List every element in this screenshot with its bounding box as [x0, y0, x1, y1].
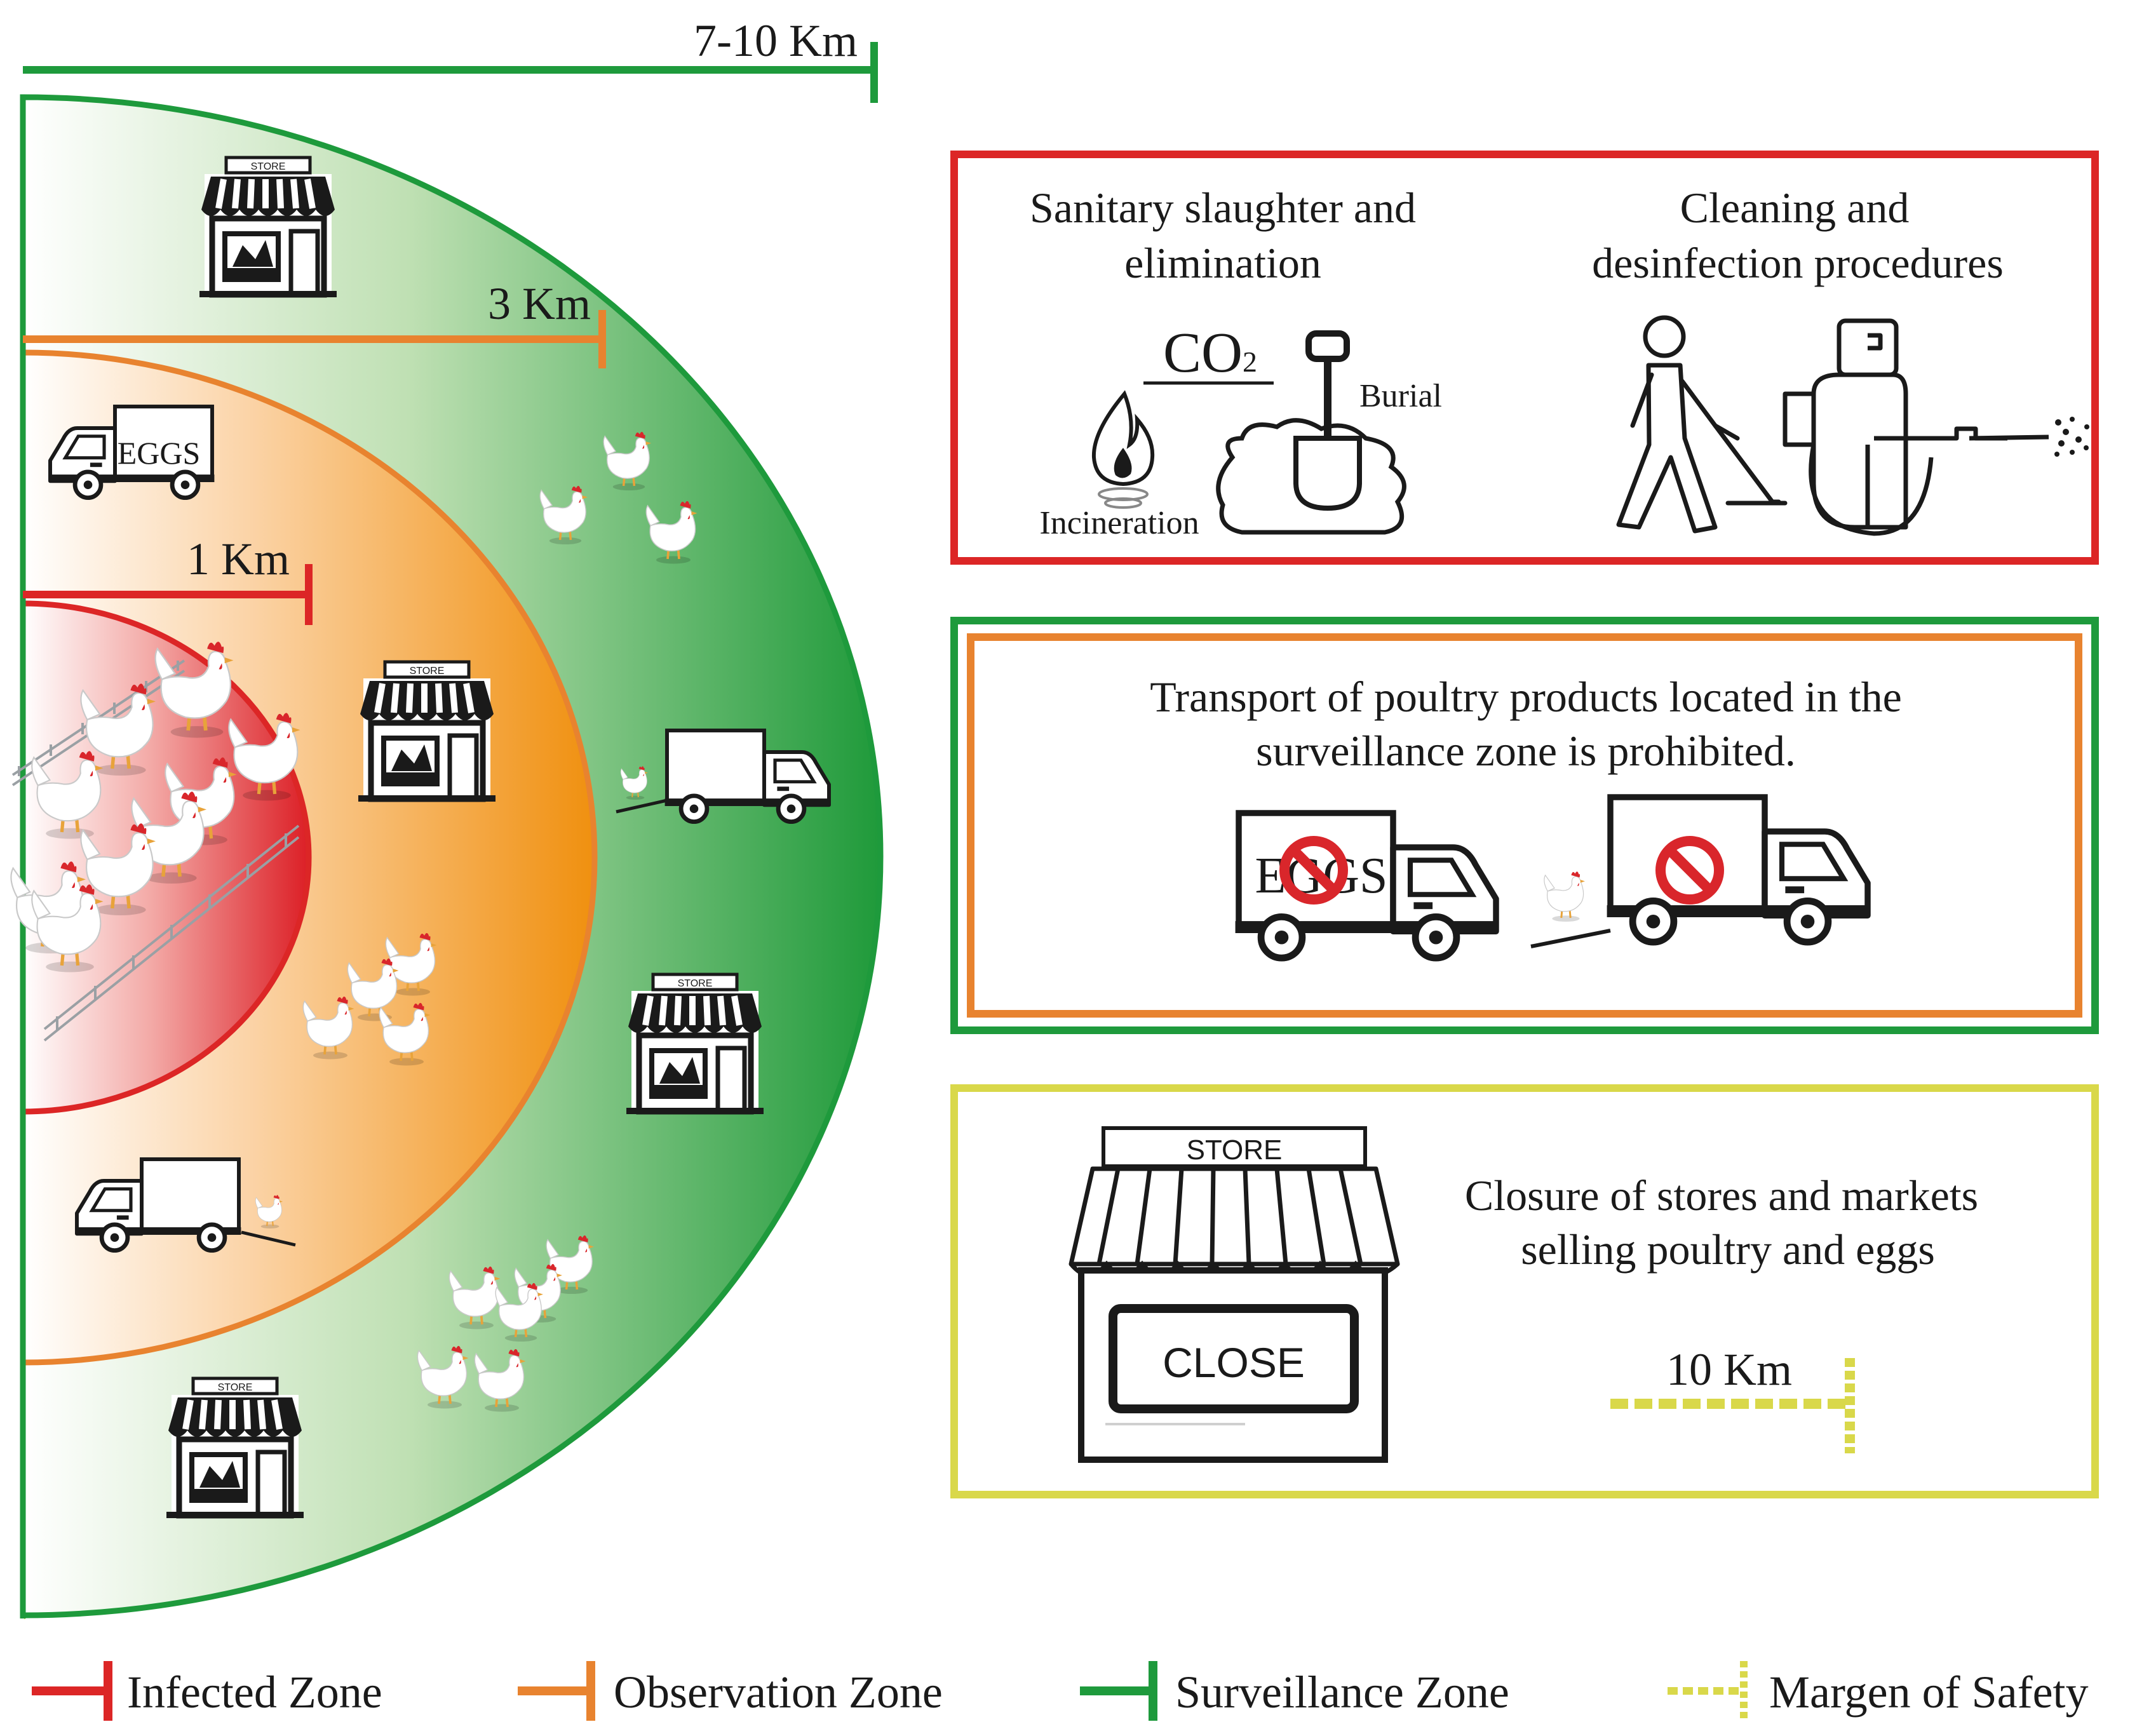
- store-icon-map-1: STORE: [199, 158, 337, 297]
- observation-distance-bar: 3 Km: [23, 278, 606, 368]
- cleaning-title-line1: Cleaning and: [1680, 184, 1910, 232]
- closure-text-line2: selling poultry and eggs: [1521, 1225, 1935, 1274]
- observation-distance-label: 3 Km: [488, 278, 591, 329]
- legend: Infected Zone Observation Zone Surveilla…: [32, 1661, 2089, 1721]
- slaughter-cleaning-panel: Sanitary slaughter and elimination CO2 I…: [950, 151, 2099, 565]
- store-closure-panel: STORE CLOSE Closure of stores and market…: [950, 1084, 2099, 1498]
- fire-icon: [1091, 390, 1155, 509]
- shovel-burial-icon: [1216, 330, 1406, 535]
- closure-text-line1: Closure of stores and markets: [1465, 1171, 1978, 1220]
- closed-store-sign: STORE: [1187, 1134, 1283, 1166]
- store-icon-map-2: STORE: [358, 662, 495, 802]
- transport-text-line2: surveillance zone is prohibited.: [1256, 727, 1796, 775]
- svg-text:STORE: STORE: [678, 978, 713, 989]
- infected-distance-bar: 1 Km: [23, 534, 313, 625]
- closed-store-icon: STORE CLOSE: [1068, 1126, 1400, 1463]
- walking-person-icon: [1616, 315, 1788, 534]
- store-icon-map-4: STORE: [166, 1378, 304, 1518]
- co2-label: CO2: [1163, 321, 1257, 384]
- surveillance-distance-bar: 7-10 Km: [23, 15, 878, 103]
- svg-text:STORE: STORE: [218, 1382, 253, 1393]
- surveillance-distance-label: 7-10 Km: [694, 15, 858, 66]
- safety-distance-bar: 10 Km: [1610, 1344, 1855, 1453]
- legend-safety-label: Margen of Safety: [1769, 1667, 2089, 1718]
- legend-surveillance: Surveillance Zone: [1080, 1661, 1509, 1721]
- svg-text:STORE: STORE: [251, 161, 286, 172]
- store-icon-map-3: STORE: [626, 974, 764, 1114]
- sprayer-person-icon: [1783, 318, 2089, 536]
- safety-distance-label: 10 Km: [1666, 1344, 1792, 1395]
- zone-map: 7-10 Km 3 Km 1 Km: [11, 15, 884, 1620]
- transport-prohibition-panel: Transport of poultry products located in…: [950, 617, 2099, 1034]
- legend-safety: Margen of Safety: [1668, 1661, 2089, 1721]
- legend-observation: Observation Zone: [518, 1661, 943, 1721]
- transport-text-line1: Transport of poultry products located in…: [1150, 673, 1902, 721]
- burial-label: Burial: [1359, 378, 1442, 414]
- egg-truck-map-label: EGGS: [118, 435, 201, 471]
- slaughter-title-line1: Sanitary slaughter and: [1030, 184, 1416, 232]
- cleaning-title-line2: desinfection procedures: [1592, 239, 2004, 287]
- legend-infected-label: Infected Zone: [127, 1667, 382, 1718]
- legend-observation-label: Observation Zone: [614, 1667, 943, 1718]
- legend-surveillance-label: Surveillance Zone: [1175, 1667, 1509, 1718]
- svg-text:STORE: STORE: [410, 666, 445, 676]
- incineration-label: Incineration: [1039, 505, 1199, 541]
- legend-infected: Infected Zone: [32, 1661, 382, 1721]
- slaughter-title-line2: elimination: [1124, 239, 1321, 287]
- close-sign: CLOSE: [1163, 1339, 1305, 1386]
- infected-distance-label: 1 Km: [187, 534, 290, 584]
